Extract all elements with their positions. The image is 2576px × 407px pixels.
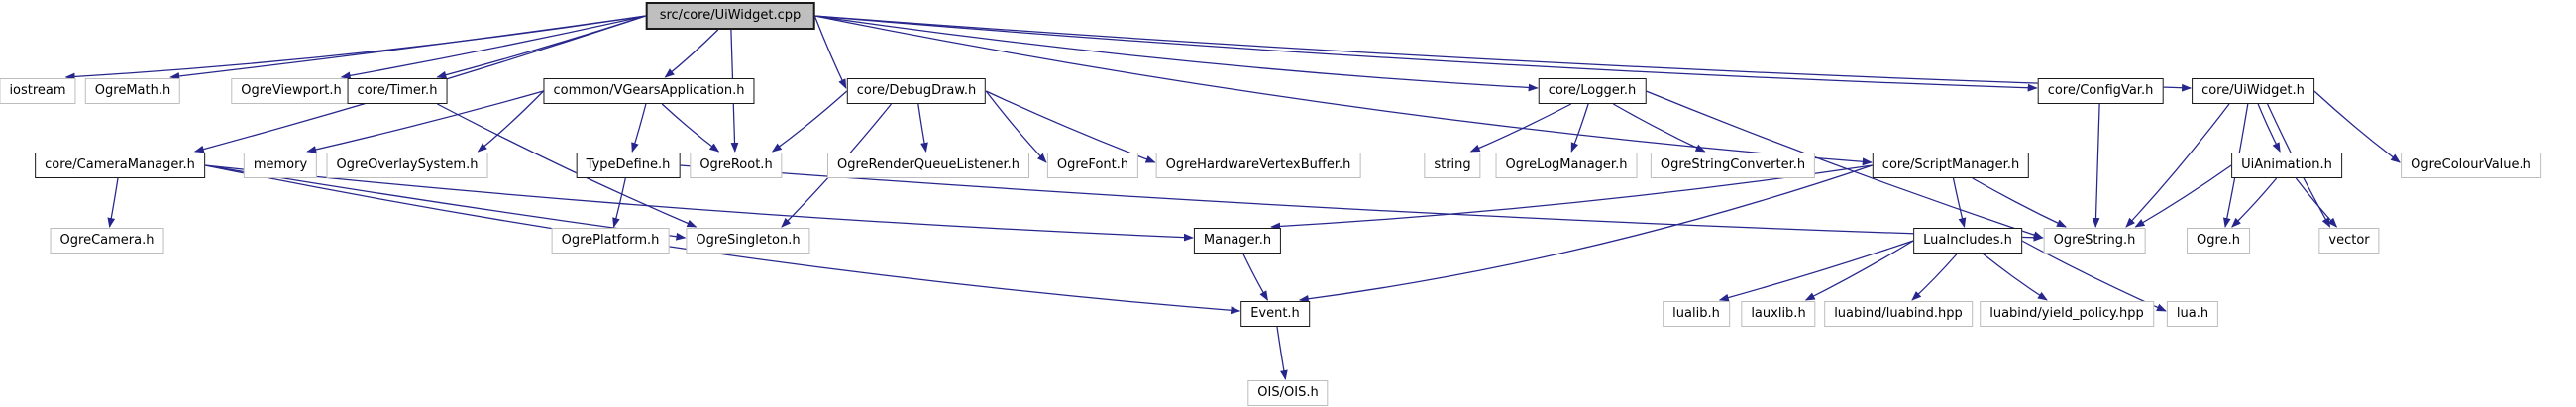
edge-uianimation-h-to-ogrestring-h: [2134, 164, 2232, 228]
graph-node-ogreplatform-h[interactable]: OgrePlatform.h: [551, 228, 670, 254]
edge-root-to-core-scriptmanager-h: [814, 15, 1873, 166]
graph-node-iostream[interactable]: iostream: [0, 78, 76, 104]
graph-node-ogresingleton-h[interactable]: OgreSingleton.h: [686, 228, 810, 254]
graph-node-manager-h[interactable]: Manager.h: [1193, 228, 1282, 254]
edge-root-to-common-vgearsapplication-h: [664, 29, 719, 78]
graph-node-string[interactable]: string: [1424, 153, 1481, 178]
graph-node-ogremath-h[interactable]: OgreMath.h: [84, 78, 181, 104]
graph-node-ogrecolourvalue-h[interactable]: OgreColourValue.h: [2401, 153, 2541, 178]
graph-node-vector[interactable]: vector: [2318, 228, 2380, 254]
edge-root-to-core-configvar-h: [814, 15, 2038, 92]
edge-root-to-core-uiwidget-h: [814, 15, 2193, 92]
graph-node-ogre-h[interactable]: Ogre.h: [2187, 228, 2250, 254]
graph-node-ogreviewport-h[interactable]: OgreViewport.h: [231, 78, 352, 104]
graph-node-ogrelogmanager-h[interactable]: OgreLogManager.h: [1495, 153, 1638, 178]
edge-core-scriptmanager-h-to-luaincludes-h: [1952, 177, 1967, 228]
edge-common-vgearsapplication-h-to-typedefine-h: [631, 103, 647, 153]
edge-core-cameramanager-h-to-ogrecamera-h: [107, 177, 119, 228]
edge-luaincludes-h-to-luabind-yield-policy-hpp: [1982, 253, 2048, 301]
graph-node-root[interactable]: src/core/UiWidget.cpp: [645, 2, 815, 30]
edge-typedefine-h-to-ogreplatform-h: [612, 177, 626, 228]
edge-core-uiwidget-h-to-uianimation-h: [2257, 103, 2281, 153]
edge-common-vgearsapplication-h-to-ogreroot-h: [661, 103, 720, 153]
edge-core-logger-h-to-ogrestringconverter-h: [1612, 103, 1706, 153]
graph-node-uianimation-h[interactable]: UiAnimation.h: [2231, 153, 2342, 178]
edge-core-logger-h-to-string: [1469, 103, 1572, 153]
edge-uianimation-h-to-ogre-h: [2231, 177, 2278, 228]
edge-root-to-core-timer-h: [436, 15, 646, 79]
edge-core-uiwidget-h-to-ogrestring-h: [2125, 103, 2230, 228]
edge-core-cameramanager-h-to-event-h: [204, 164, 1241, 315]
edge-root-to-ogreviewport-h: [340, 15, 646, 80]
edge-uianimation-h-to-vector: [2295, 177, 2338, 228]
graph-node-common-vgearsapplication-h[interactable]: common/VGearsApplication.h: [543, 78, 755, 104]
graph-node-core-uiwidget-h[interactable]: core/UiWidget.h: [2192, 78, 2314, 104]
edge-luaincludes-h-to-luabind-luabind-hpp: [1911, 253, 1958, 301]
graph-node-luabind-luabind-hpp[interactable]: luabind/luabind.hpp: [1824, 301, 1973, 327]
graph-node-core-cameramanager-h[interactable]: core/CameraManager.h: [35, 153, 205, 178]
graph-node-ogrerenderqueuelistener-h[interactable]: OgreRenderQueueListener.h: [826, 153, 1030, 178]
edge-root-to-iostream: [64, 15, 646, 81]
graph-node-ogreoverlaysystem-h[interactable]: OgreOverlaySystem.h: [326, 153, 488, 178]
edge-event-h-to-ois-ois-h: [1276, 326, 1288, 380]
edge-core-cameramanager-h-to-manager-h: [204, 164, 1194, 242]
edge-common-vgearsapplication-h-to-ogreoverlaysystem-h: [477, 90, 544, 153]
edge-core-debugdraw-h-to-ogrerenderqueuelistener-h: [917, 103, 928, 153]
edge-core-logger-h-to-ogrelogmanager-h: [1570, 103, 1589, 153]
graph-node-lualib-h[interactable]: lualib.h: [1663, 301, 1730, 327]
graph-node-ogrehardwarevertexbuffer-h[interactable]: OgreHardwareVertexBuffer.h: [1155, 153, 1361, 178]
graph-node-core-logger-h[interactable]: core/Logger.h: [1538, 78, 1647, 104]
graph-node-ois-ois-h[interactable]: OIS/OIS.h: [1247, 380, 1329, 406]
graph-node-core-scriptmanager-h[interactable]: core/ScriptManager.h: [1872, 153, 2030, 178]
graph-node-lua-h[interactable]: lua.h: [2166, 301, 2219, 327]
edge-manager-h-to-event-h: [1242, 253, 1268, 301]
graph-node-core-configvar-h[interactable]: core/ConfigVar.h: [2037, 78, 2164, 104]
edge-core-timer-h-to-ogresingleton-h: [437, 103, 698, 228]
edge-core-debugdraw-h-to-ogrefont-h: [985, 90, 1047, 163]
graph-node-memory[interactable]: memory: [243, 153, 318, 178]
edge-root-to-ogremath-h: [169, 15, 646, 80]
graph-node-typedefine-h[interactable]: TypeDefine.h: [576, 153, 681, 178]
graph-node-ogrefont-h[interactable]: OgreFont.h: [1046, 153, 1139, 178]
edge-luaincludes-h-to-lualib-h: [1718, 240, 1914, 302]
edge-core-configvar-h-to-ogrestring-h: [2092, 103, 2100, 228]
edge-core-scriptmanager-h-to-event-h: [1298, 164, 1874, 303]
edge-luaincludes-h-to-lauxlib-h: [1804, 240, 1914, 301]
edge-root-to-core-logger-h: [814, 15, 1539, 92]
graph-node-event-h[interactable]: Event.h: [1240, 301, 1310, 327]
edge-core-scriptmanager-h-to-ogrestring-h: [1972, 177, 2067, 228]
graph-node-ogrecamera-h[interactable]: OgreCamera.h: [50, 228, 164, 254]
graph-node-ogrestring-h[interactable]: OgreString.h: [2043, 228, 2146, 254]
edge-common-vgearsapplication-h-to-memory: [306, 90, 544, 153]
graph-node-ogreroot-h[interactable]: OgreRoot.h: [690, 153, 783, 178]
graph-node-core-debugdraw-h[interactable]: core/DebugDraw.h: [846, 78, 987, 104]
graph-node-core-timer-h[interactable]: core/Timer.h: [347, 78, 448, 104]
edge-core-logger-h-to-ogrestring-h: [1646, 90, 2044, 239]
graph-node-ogrestringconverter-h[interactable]: OgreStringConverter.h: [1650, 153, 1816, 178]
graph-node-luaincludes-h[interactable]: LuaIncludes.h: [1913, 228, 2022, 254]
graph-node-luabind-yield-policy-hpp[interactable]: luabind/yield_policy.hpp: [1980, 301, 2154, 327]
edge-root-to-core-debugdraw-h: [813, 15, 847, 89]
edge-typedefine-h-to-ogrestring-h: [680, 164, 2044, 242]
edge-core-uiwidget-h-to-ogrecolourvalue-h: [2313, 90, 2401, 163]
edge-core-debugdraw-h-to-ogreroot-h: [771, 90, 848, 153]
graph-node-lauxlib-h[interactable]: lauxlib.h: [1741, 301, 1816, 327]
